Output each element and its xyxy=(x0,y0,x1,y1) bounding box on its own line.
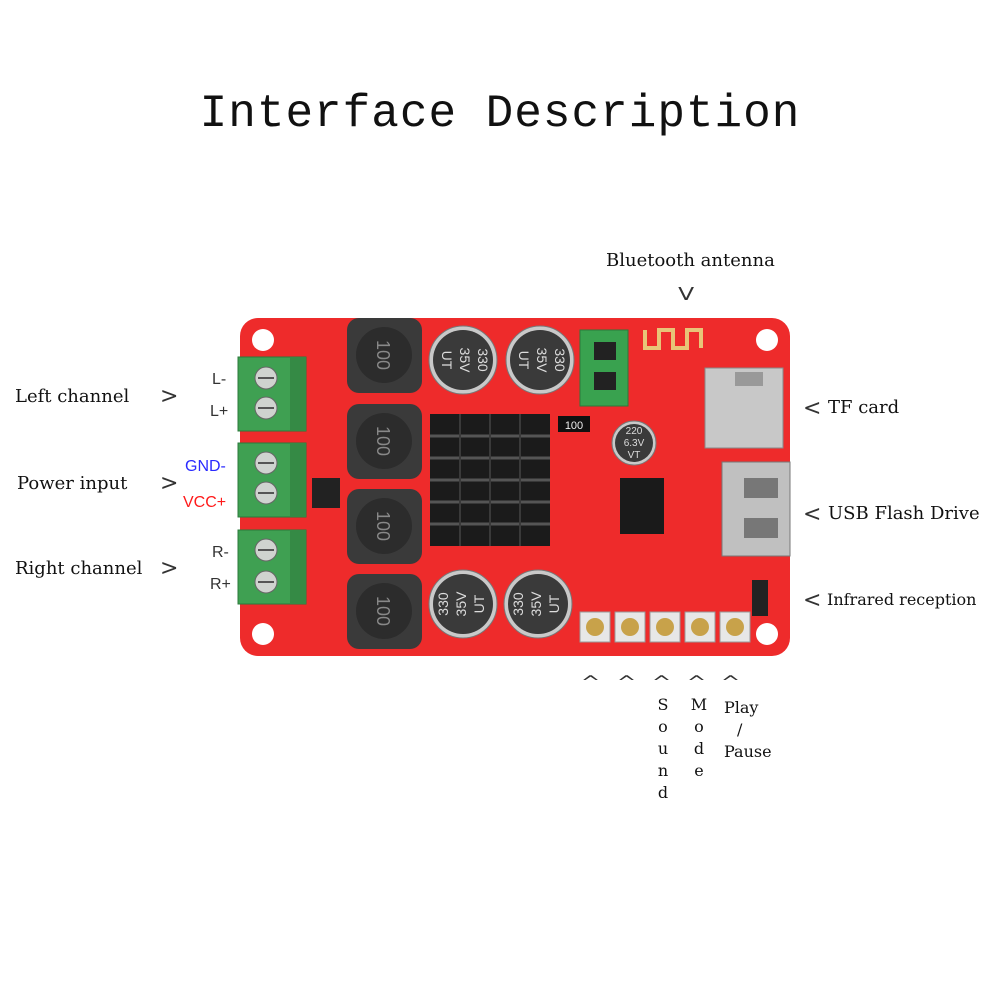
svg-text:330: 330 xyxy=(475,348,491,372)
svg-text:330: 330 xyxy=(552,348,568,372)
bluetooth-antenna-label: Bluetooth antenna xyxy=(606,250,775,271)
bluetooth-module xyxy=(579,329,629,407)
r-minus-label: R- xyxy=(212,544,229,561)
button-play-pause xyxy=(719,611,751,643)
button-sound-minus xyxy=(579,611,611,643)
resistor xyxy=(558,416,590,432)
inductor: 100 xyxy=(347,574,422,649)
power-input-label: Power input xyxy=(17,473,128,494)
heatsink xyxy=(430,414,550,546)
capacitor: 330 35V UT xyxy=(428,325,498,395)
infrared-reception-label: Infrared reception xyxy=(827,590,977,609)
svg-text:100: 100 xyxy=(565,420,583,432)
mounting-hole xyxy=(756,623,778,645)
up-arrow-icon: ^ xyxy=(651,672,672,693)
pause-label: Pause xyxy=(724,742,772,761)
svg-text:UT: UT xyxy=(471,594,487,613)
l-plus-label: L+ xyxy=(210,403,229,420)
page-title: Interface Description xyxy=(199,88,801,140)
l-minus-label: L- xyxy=(212,371,227,388)
button-sound xyxy=(649,611,681,643)
gnd-label: GND- xyxy=(185,458,226,475)
terminal-block-power xyxy=(237,442,307,518)
svg-text:35V: 35V xyxy=(528,591,544,617)
up-arrow-icon: ^ xyxy=(580,672,601,693)
regulator-chip xyxy=(312,478,340,508)
mounting-hole xyxy=(756,329,778,351)
left-arrow-icon: < xyxy=(803,502,822,527)
svg-text:35V: 35V xyxy=(453,591,469,617)
svg-text:6.3V: 6.3V xyxy=(624,438,645,449)
mounting-hole xyxy=(252,623,274,645)
svg-text:35V: 35V xyxy=(457,348,473,374)
svg-text:UT: UT xyxy=(546,594,562,613)
small-capacitor: 220 6.3V VT xyxy=(611,420,657,466)
tf-card-label: TF card xyxy=(828,397,900,418)
capacitor: 330 35V UT xyxy=(503,569,573,639)
terminal-block-left-channel xyxy=(237,356,307,432)
infrared-receiver xyxy=(752,580,768,616)
right-arrow-icon: > xyxy=(160,384,179,409)
svg-text:100: 100 xyxy=(373,511,393,541)
inductor: 100 xyxy=(347,489,422,564)
inductor: 100 xyxy=(347,318,422,393)
play-label: Play xyxy=(724,698,759,717)
decoder-chip xyxy=(620,478,664,534)
play-pause-slash: / xyxy=(737,720,743,739)
svg-text:VT: VT xyxy=(628,450,641,461)
tf-card-slot xyxy=(704,367,784,449)
usb-port xyxy=(721,461,791,557)
svg-text:100: 100 xyxy=(373,340,393,370)
button-mode xyxy=(684,611,716,643)
up-arrow-icon: ^ xyxy=(616,672,637,693)
left-channel-label: Left channel xyxy=(15,386,130,407)
svg-text:220: 220 xyxy=(626,426,643,437)
svg-text:UT: UT xyxy=(516,351,532,370)
mounting-hole xyxy=(252,329,274,351)
svg-text:100: 100 xyxy=(373,596,393,626)
capacitor: 330 35V UT xyxy=(428,569,498,639)
terminal-block-right-channel xyxy=(237,529,307,605)
svg-text:330: 330 xyxy=(435,592,451,616)
left-arrow-icon: < xyxy=(803,588,822,613)
svg-text:35V: 35V xyxy=(534,348,550,374)
right-arrow-icon: > xyxy=(160,556,179,581)
up-arrow-icon: ^ xyxy=(720,672,741,693)
svg-text:UT: UT xyxy=(439,351,455,370)
capacitor: 330 35V UT xyxy=(505,325,575,395)
vcc-label: VCC+ xyxy=(183,494,227,511)
right-arrow-icon: > xyxy=(160,471,179,496)
inductor: 100 xyxy=(347,404,422,479)
down-arrow-icon: V xyxy=(678,284,695,305)
bluetooth-antenna-trace xyxy=(643,328,703,350)
usb-flash-drive-label: USB Flash Drive xyxy=(828,503,980,524)
right-channel-label: Right channel xyxy=(15,558,143,579)
button-sound-plus xyxy=(614,611,646,643)
svg-text:330: 330 xyxy=(510,592,526,616)
up-arrow-icon: ^ xyxy=(686,672,707,693)
left-arrow-icon: < xyxy=(803,396,822,421)
r-plus-label: R+ xyxy=(210,576,231,593)
svg-text:100: 100 xyxy=(373,426,393,456)
